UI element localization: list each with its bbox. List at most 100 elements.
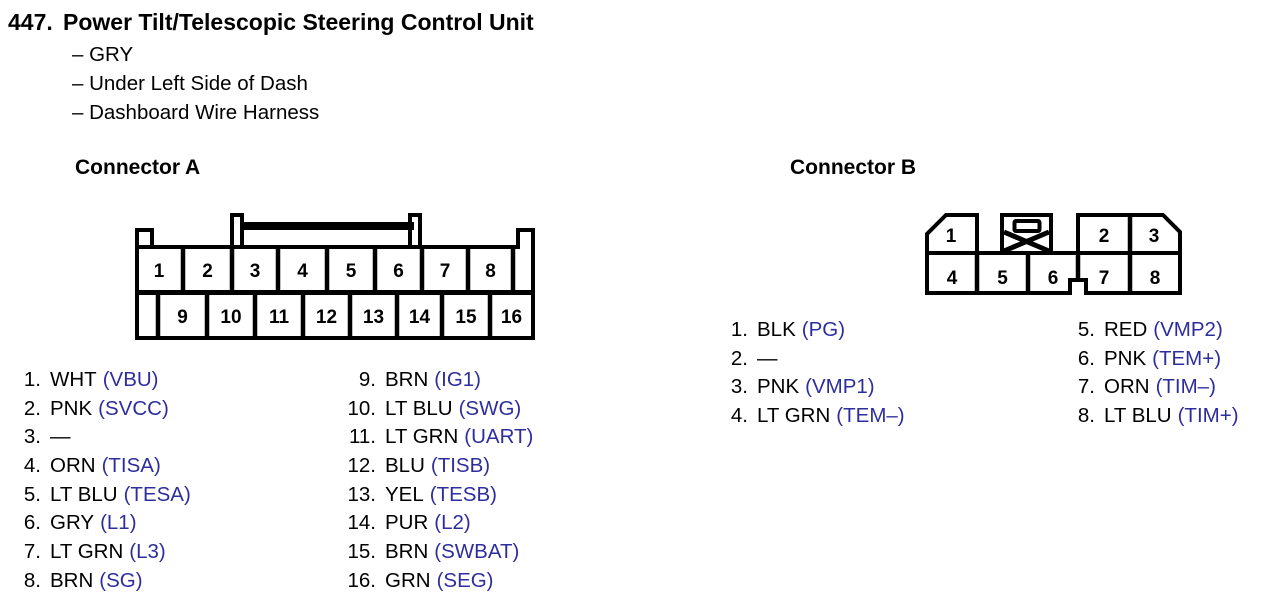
pin-signal-code: (TISA) [101, 454, 161, 478]
cavity-number: 14 [409, 307, 431, 328]
pin-wire-color: BLU [385, 454, 425, 478]
pin-wire-color: LT BLU [1104, 404, 1172, 428]
pin-row: 6. PNK(TEM+) [1063, 345, 1239, 374]
cavity-number: 10 [220, 307, 241, 328]
pin-row: 3.PNK(VMP1) [716, 373, 905, 402]
pin-signal-code: (TIM+) [1177, 404, 1239, 428]
pin-wire-color: YEL [385, 482, 424, 506]
pin-number: 4. [730, 404, 748, 428]
pin-signal-code: (SVCC) [98, 396, 169, 420]
pin-wire-color: LT GRN [757, 404, 831, 428]
pin-row: 10.LT BLU(SWG) [344, 395, 533, 424]
pin-number: 1. [730, 318, 748, 341]
pin-wire-color: BRN [385, 368, 429, 391]
detail-line: – GRY [72, 43, 134, 66]
page-title: Power Tilt/Telescopic Steering Control U… [63, 9, 534, 35]
pin-row: 5.LT BLU(TESA) [9, 481, 191, 510]
pin-number: 8. [23, 568, 41, 592]
cavity-number: 7 [440, 261, 451, 282]
pin-signal-code: (TIM–) [1155, 375, 1216, 399]
connector-a-pins-col1: 1.WHT(VBU)2.PNK(SVCC)3.—4.ORN(TISA)5.LT … [9, 366, 191, 596]
pin-wire-color: ORN [1104, 375, 1150, 399]
cavity-number: 3 [1149, 226, 1160, 247]
pin-number: 1. [23, 368, 41, 391]
pin-number: 7. [23, 540, 41, 564]
connector-b-cavity1-box [925, 213, 979, 255]
cavity-number: 1 [154, 261, 165, 282]
pin-number: 14. [347, 511, 377, 535]
connector-a-heading: Connector A [75, 156, 201, 179]
cavity-number: 8 [485, 261, 496, 282]
latch-cross-2 [1003, 229, 1050, 254]
pin-row: 4.ORN(TISA) [9, 452, 191, 481]
pin-wire-color: BLK [757, 318, 796, 341]
pin-number: 3. [23, 425, 41, 449]
pin-row: 7. ORN(TIM–) [1063, 373, 1239, 402]
pin-signal-code: (TEM–) [836, 404, 905, 428]
pin-wire-color: LT GRN [385, 425, 459, 449]
pin-number: 6. [23, 511, 41, 535]
pin-row: 4. LT GRN(TEM–) [716, 402, 905, 431]
pin-row: 2.— [716, 345, 905, 374]
pin-signal-code: (SWBAT) [434, 540, 520, 564]
latch-bar [242, 222, 414, 230]
connector-b-pins-col2: 5. RED(VMP2) 6. PNK(TEM+) 7. ORN(TIM–) 8. LT BL… [1063, 316, 1239, 431]
pin-wire-color: PNK [1104, 346, 1147, 370]
pin-signal-code: (UART) [464, 425, 534, 449]
pin-row: 8. LT BLU(TIM+) [1063, 402, 1239, 431]
pin-number: 5. [1077, 318, 1095, 341]
pin-row: 6.GRY(L1) [9, 509, 191, 538]
pin-wire-color: ORN [50, 454, 96, 478]
cavity-number: 3 [250, 261, 261, 282]
cavity-number: 12 [316, 307, 337, 328]
pin-signal-code: (IG1) [434, 368, 481, 391]
pin-number: 6. [1077, 346, 1095, 370]
pin-number: 7. [1077, 375, 1095, 399]
cavity-number: 15 [455, 307, 477, 328]
pin-wire-color: GRN [385, 568, 431, 592]
pin-number: 13. [347, 482, 377, 506]
pin-signal-code: (TESB) [429, 482, 497, 506]
cavity-number: 1 [946, 226, 957, 247]
detail-line: – Dashboard Wire Harness [72, 101, 320, 124]
pin-number: 15. [347, 540, 377, 564]
pin-number: 8. [1077, 404, 1095, 428]
pin-wire-color: PNK [50, 396, 93, 420]
cavity-number: 2 [202, 261, 213, 282]
pin-signal-code: (VMP1) [805, 375, 875, 399]
pin-signal-code: (PG) [801, 318, 846, 341]
pin-number: 12. [347, 454, 377, 478]
latch-post-right [408, 213, 422, 249]
pin-wire-color: PUR [385, 511, 429, 535]
pin-wire-color: LT BLU [50, 482, 118, 506]
pin-signal-code: (TESA) [123, 482, 191, 506]
cavity-number: 2 [1099, 226, 1110, 247]
pin-row: 15. BRN(SWBAT) [344, 538, 533, 567]
cavity-number: 6 [1048, 268, 1059, 289]
cavity-number: 16 [501, 307, 522, 328]
pin-row: 1. BLK(PG) [716, 316, 905, 345]
cavity-number: 4 [947, 268, 958, 289]
cavity-number: 11 [269, 307, 290, 328]
pin-signal-code: (VMP2) [1153, 318, 1223, 341]
connector-a-grid [135, 245, 533, 338]
cavity-number: 6 [393, 261, 404, 282]
cavity-number: 13 [363, 307, 384, 328]
pin-wire-color: LT BLU [385, 396, 453, 420]
pin-row: 8.BRN(SG) [9, 567, 191, 596]
pin-number: 11. [349, 425, 376, 449]
pin-row: 14.PUR(L2) [344, 509, 533, 538]
section-number: 447. [8, 9, 53, 35]
pin-signal-code: (TEM+) [1152, 346, 1222, 370]
pin-wire-color: BRN [385, 540, 429, 564]
connector-b-heading: Connector B [790, 156, 916, 179]
connector-a-latch [230, 213, 422, 249]
pin-wire-color: LT GRN [50, 540, 124, 564]
pin-row: 3.— [9, 423, 191, 452]
cavity-number: 5 [346, 261, 357, 282]
connector-b-bottom-row [925, 251, 1182, 295]
pin-wire-color: RED [1104, 318, 1148, 341]
